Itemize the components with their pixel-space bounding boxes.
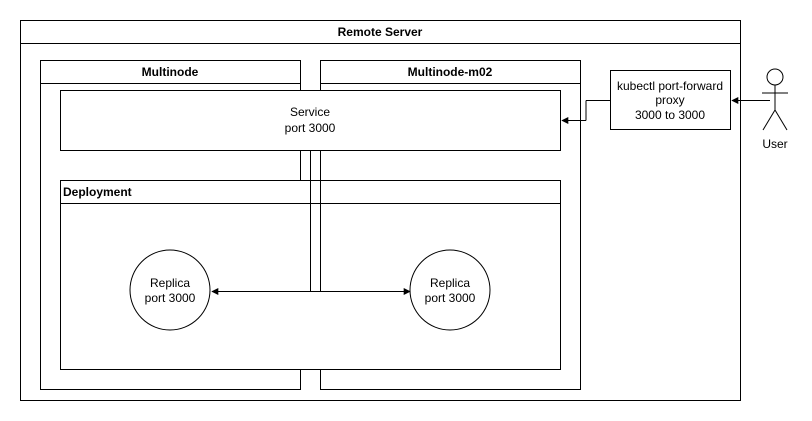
user-label: User [762, 137, 787, 151]
replica-label: Replica [150, 276, 190, 290]
replica-port: port 3000 [425, 291, 476, 305]
service-box: Service port 3000 [60, 90, 561, 151]
replica-1: Replica port 3000 [129, 249, 211, 331]
service-port: port 3000 [285, 121, 336, 135]
remote-server-title: Remote Server [338, 25, 423, 39]
replica-label: Replica [430, 276, 470, 290]
proxy-command: kubectl port-forward [617, 79, 723, 93]
service-replica-connectors [211, 150, 411, 295]
service-label: Service [290, 105, 330, 119]
node-title-multinode: Multinode [142, 65, 199, 79]
node-title-multinode-m02: Multinode-m02 [408, 65, 493, 79]
user-icon [762, 68, 788, 131]
proxy-box: kubectl port-forward proxy 3000 to 3000 [610, 70, 731, 130]
replica-port: port 3000 [145, 291, 196, 305]
replica-2: Replica port 3000 [409, 249, 491, 331]
proxy-type: proxy [655, 93, 684, 107]
proxy-ports: 3000 to 3000 [635, 108, 705, 122]
deployment-title: Deployment [63, 185, 132, 199]
